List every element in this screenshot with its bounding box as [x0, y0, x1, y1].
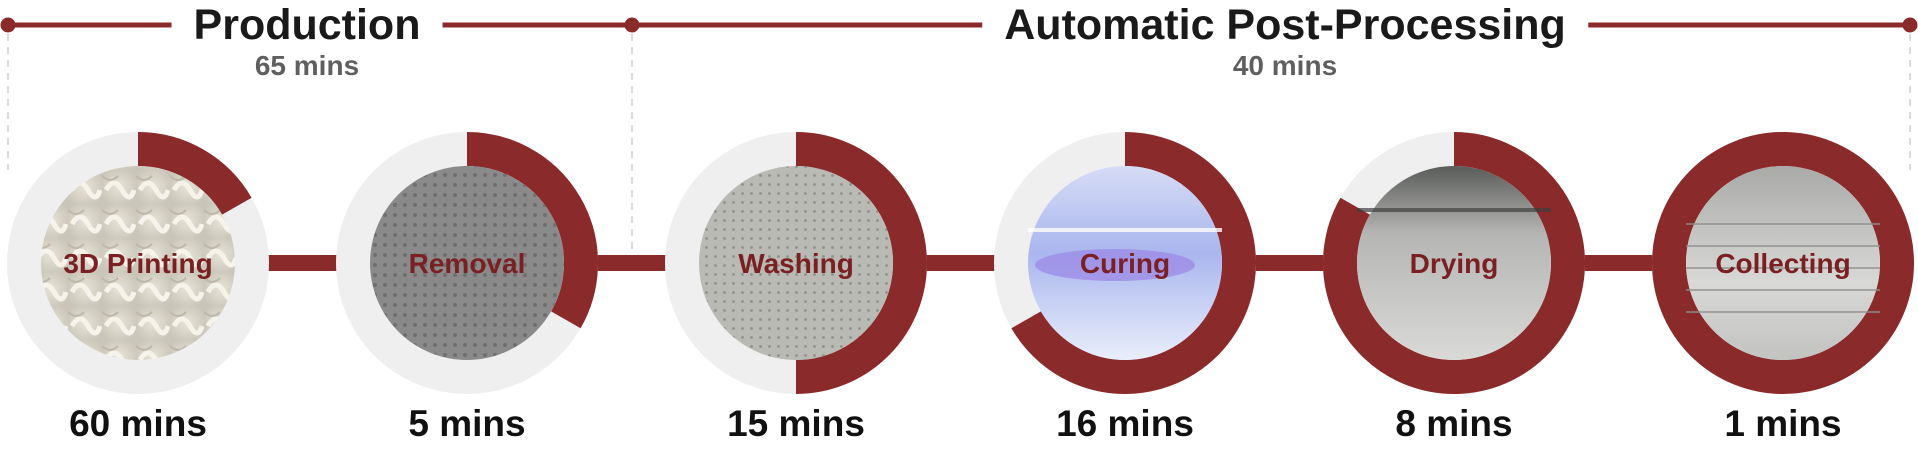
phase-dot-1 — [624, 17, 640, 33]
step-label-washing: Washing — [738, 248, 854, 279]
step-label-drying: Drying — [1410, 248, 1499, 279]
progress-ring-drying — [1323, 132, 1585, 394]
collecting-rack-shape-0 — [1686, 223, 1880, 225]
step-photo-printed-parts-texture — [41, 166, 235, 360]
connector-2 — [594, 255, 669, 271]
connector-3 — [923, 255, 998, 271]
step-time-washing: 15 mins — [727, 403, 865, 444]
step-label-collecting: Collecting — [1715, 248, 1850, 279]
collecting-rack-shape-2 — [1686, 267, 1880, 269]
step-time-collecting: 1 mins — [1724, 403, 1842, 444]
phase-dot-2 — [1902, 17, 1918, 33]
step-label-removal: Removal — [409, 248, 526, 279]
step-photo-mesh-tray-parts — [370, 166, 564, 360]
collecting-rack-shape-3 — [1686, 289, 1880, 291]
connector-5 — [1581, 255, 1656, 271]
phase-duration-post-processing: 40 mins — [1232, 50, 1338, 81]
curing-parts-shape — [1035, 249, 1195, 281]
step-photo-perforated-basket — [699, 166, 893, 360]
collecting-rack-shape-1 — [1686, 245, 1880, 247]
phase-title-post-processing: Automatic Post-Processing — [982, 0, 1588, 50]
progress-ring-removal — [466, 132, 598, 329]
step-time-3d-printing: 60 mins — [69, 403, 207, 444]
phase-dot-0 — [0, 17, 16, 33]
phase-title-production: Production — [171, 0, 443, 50]
step-label-3d-printing: 3D Printing — [63, 248, 212, 279]
connector-1 — [265, 255, 340, 271]
progress-ring-collecting — [1652, 132, 1914, 394]
drying-rail-shape — [1357, 208, 1551, 212]
progress-ring-washing — [795, 132, 927, 394]
step-time-curing: 16 mins — [1056, 403, 1194, 444]
step-time-removal: 5 mins — [408, 403, 526, 444]
collecting-rack-shape-4 — [1686, 311, 1880, 313]
step-time-drying: 8 mins — [1395, 403, 1513, 444]
progress-ring-curing — [1011, 132, 1256, 394]
progress-ring-3d-printing — [137, 132, 252, 216]
phase-duration-production: 65 mins — [254, 50, 360, 81]
step-label-curing: Curing — [1080, 248, 1170, 279]
curing-rail-shape — [1028, 228, 1222, 232]
step-photo-drying-chamber — [1357, 166, 1551, 360]
connector-4 — [1252, 255, 1327, 271]
